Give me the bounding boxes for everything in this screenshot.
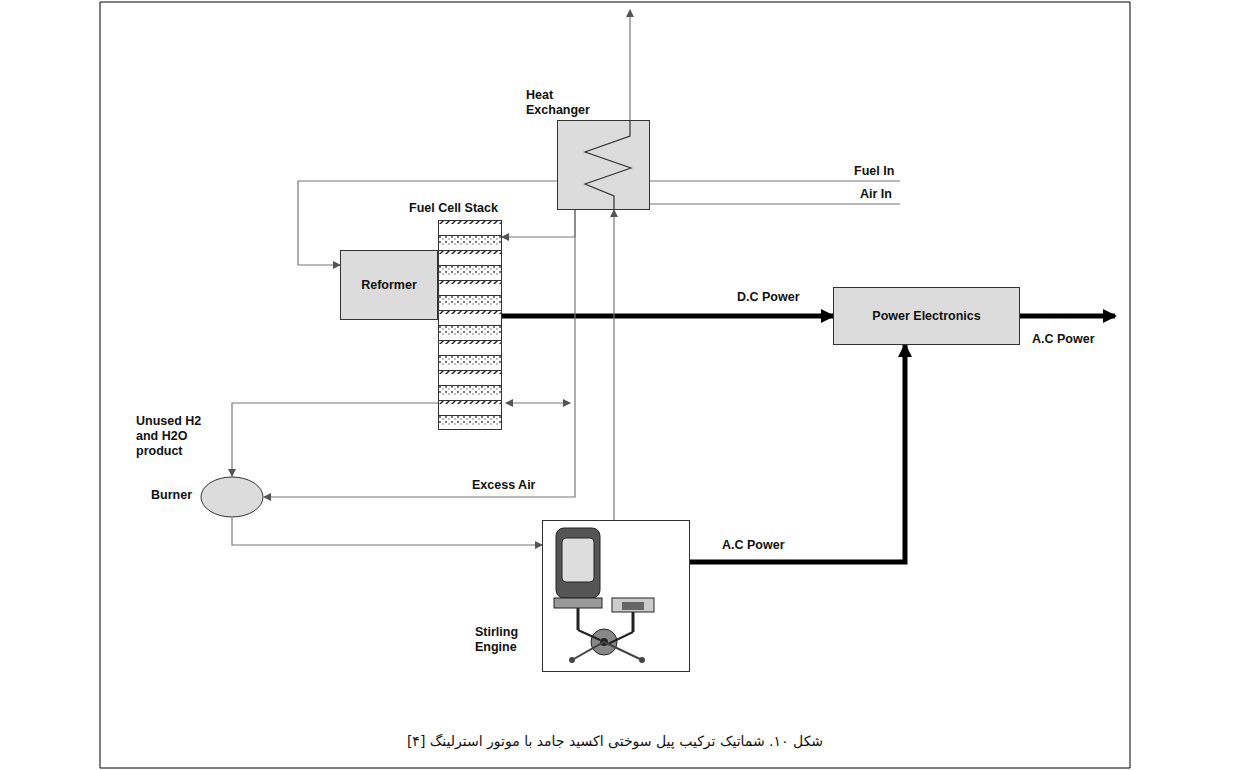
reformer-box: Reformer xyxy=(340,250,438,320)
edge-label: D.C Power xyxy=(735,290,802,305)
node-text: Reformer xyxy=(361,278,417,293)
text-holder: Reformer xyxy=(341,251,437,319)
stirling-engine-box: Stirling Engine xyxy=(542,520,690,672)
power-arrow xyxy=(502,314,833,319)
power-output-arrow xyxy=(1020,314,1115,319)
flow-label: Fuel In xyxy=(852,164,896,179)
flow-arrow xyxy=(232,403,438,476)
flow-line xyxy=(506,402,570,403)
node-label: Heat Exchanger xyxy=(526,88,604,118)
figure-caption: شکل ۱۰. شماتیک ترکیب پیل سوختی اکسید جام… xyxy=(100,733,1130,749)
edge-label: Excess Air xyxy=(470,478,537,493)
flow-label: Air In xyxy=(858,187,894,202)
burner-outline xyxy=(200,476,264,518)
fuel-in-line xyxy=(650,180,900,181)
power-electronics-box: Power Electronics xyxy=(833,287,1020,345)
exhaust-line xyxy=(629,10,630,120)
flow-arrow xyxy=(502,210,575,237)
edge-label: A.C Power xyxy=(720,538,787,553)
edge-label: Unused H2 and H2O product xyxy=(134,414,224,459)
text-holder: Power Electronics xyxy=(834,288,1019,344)
burner-circle: Burner xyxy=(200,476,264,518)
flow-label: A.C Power xyxy=(1030,332,1097,347)
heat-exchanger-box: Heat Exchanger xyxy=(557,120,650,210)
air-in-line xyxy=(650,203,900,204)
node-label: Fuel Cell Stack xyxy=(409,201,539,216)
flow-arrow xyxy=(232,518,542,545)
power-arrow xyxy=(690,345,905,562)
flow-arrow xyxy=(264,210,575,497)
fuel-cell-stack: Fuel Cell Stack xyxy=(438,220,502,430)
flow-arrow xyxy=(613,210,614,520)
node-label: Burner xyxy=(151,488,192,503)
node-label: Stirling Engine xyxy=(475,625,535,655)
frame xyxy=(100,2,1130,768)
node-text: Power Electronics xyxy=(872,309,980,324)
